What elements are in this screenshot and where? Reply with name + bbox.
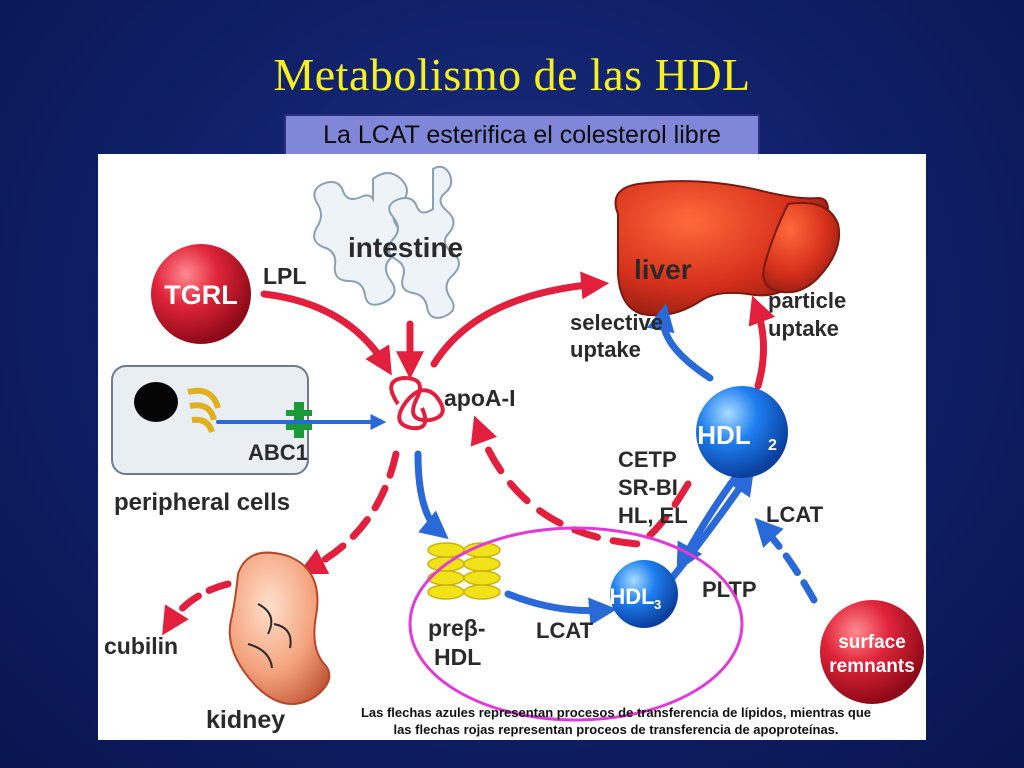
intestine-illustration <box>313 165 460 319</box>
surface-label-1: surface <box>838 632 906 653</box>
kidney-detail <box>247 603 292 669</box>
hdl2-subscript: 2 <box>768 437 777 454</box>
arrow-hdl2-apoa1-dashed <box>470 415 692 548</box>
hdl3-label: HDL <box>609 584 654 609</box>
slide-title: Metabolismo de las HDL <box>273 49 751 100</box>
arrow-hdl2-selective <box>646 303 714 382</box>
lcat-right-label: LCAT <box>766 502 824 527</box>
cell-nucleus <box>134 382 178 422</box>
lpl-label: LPL <box>263 263 306 289</box>
particle-label-1: particle <box>768 288 846 313</box>
surface-remnants-sphere <box>820 600 924 704</box>
hdl-diagram: intestine liver TGRL LPL ABC1 peripheral… <box>104 165 924 737</box>
lcat-bottom-label: LCAT <box>536 618 594 643</box>
diagram-panel: intestine liver TGRL LPL ABC1 peripheral… <box>98 154 926 740</box>
arrow-remnants-hdl <box>754 517 818 604</box>
arrow-liver-apoa1 <box>430 271 610 368</box>
arrow-kidney-cubilin <box>162 580 232 636</box>
arrow-prebeta-hdl3 <box>504 590 618 626</box>
prebeta-label-1: preβ- <box>428 615 486 641</box>
surface-label-2: remnants <box>829 656 915 677</box>
arrow-apoa1-prebeta <box>414 450 449 540</box>
kidney-label: kidney <box>206 706 285 734</box>
kidney-illustration <box>228 551 331 705</box>
peripheral-cells-label: peripheral cells <box>114 489 290 516</box>
liver-label: liver <box>634 254 692 285</box>
prebeta-label-2: HDL <box>434 644 481 670</box>
tgrl-label: TGRL <box>164 280 238 310</box>
abc1-label: ABC1 <box>248 440 308 465</box>
tgrl-sphere <box>151 244 251 344</box>
caption-line-2: las flechas rojas representan proceos de… <box>393 722 838 737</box>
subtitle-box: La LCAT esterifica el colesterol libre <box>284 114 760 156</box>
srbi-label: SR-BI <box>618 475 678 500</box>
apoa1-protein <box>389 375 445 431</box>
cetp-label: CETP <box>618 447 677 472</box>
arrow-apoa1-kidney <box>297 450 400 575</box>
hdl2-label: HDL <box>697 420 751 450</box>
selective-label-1: selective <box>570 310 663 335</box>
arrow-hdl3-hdl2 <box>660 466 755 592</box>
selective-label-2: uptake <box>570 337 641 362</box>
caption-line-1: Las flechas azules representan procesos … <box>361 705 871 720</box>
highlight-ring <box>408 526 744 722</box>
arrow-hdl2-hdl3 <box>676 470 742 572</box>
cubilin-label: cubilin <box>104 633 178 659</box>
arrow-tgrl-apoa1 <box>260 290 392 376</box>
arrow-hdl2-particle <box>748 295 775 390</box>
prebeta-hdl-discs <box>427 542 501 600</box>
particle-label-2: uptake <box>768 316 839 341</box>
intestine-label: intestine <box>348 232 463 263</box>
hlel-label: HL, EL <box>618 503 688 528</box>
hdl2-sphere <box>696 386 788 478</box>
liver-illustration <box>614 180 840 317</box>
hdl3-subscript: 3 <box>654 597 661 612</box>
hdl3-sphere <box>610 560 678 628</box>
apoa1-label: apoA-I <box>444 385 516 411</box>
golgi-shape <box>187 387 221 434</box>
